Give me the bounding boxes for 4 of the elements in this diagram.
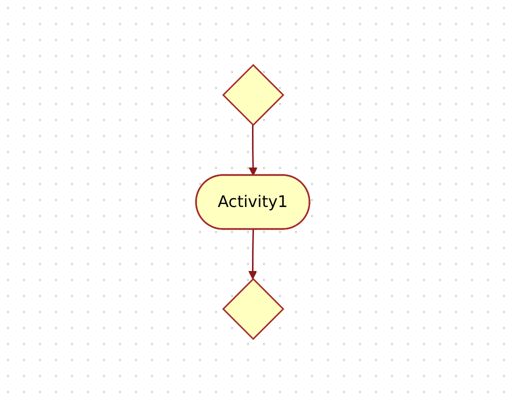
arrow [248,228,258,279]
arrow [248,124,258,176]
node-diamond [222,63,285,126]
node-diamond [222,277,285,340]
